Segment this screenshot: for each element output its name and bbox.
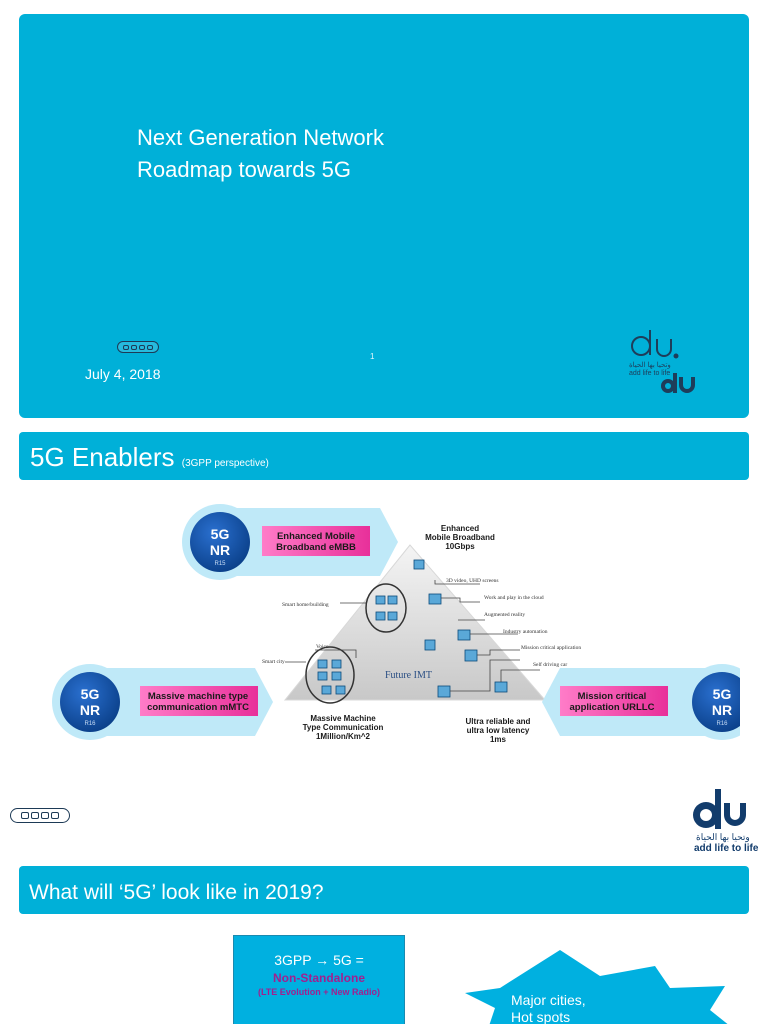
box-detail: (LTE Evolution + New Radio) bbox=[257, 987, 381, 997]
badge-embb: Enhanced Mobile Broadband eMBB 5G NR R15 bbox=[182, 504, 398, 580]
embb-tag-line1: Enhanced Mobile bbox=[277, 531, 355, 542]
imt-triangle bbox=[283, 544, 547, 701]
badge-urllc: Mission critical application URLLC 5G NR… bbox=[542, 664, 740, 740]
badge-mmtc: Massive machine type communication mMTC … bbox=[52, 664, 273, 740]
slide-date: July 4, 2018 bbox=[85, 366, 161, 382]
urllc-nr: NR bbox=[712, 702, 732, 718]
coverage-starburst bbox=[465, 950, 728, 1024]
mmtc-icon-cluster bbox=[305, 646, 355, 704]
slide-title: What will ‘5G’ look like in 2019? bbox=[29, 881, 324, 904]
use-case-smart-home: Smart home/building bbox=[282, 602, 329, 608]
creative-commons-icon bbox=[10, 808, 70, 823]
box-standard: Non-Standalone bbox=[273, 971, 365, 985]
urllc-label-1: Ultra reliable and bbox=[466, 717, 531, 726]
mmtc-label-3: 1Million/Km^2 bbox=[316, 732, 371, 741]
embb-nr: NR bbox=[210, 542, 230, 558]
slide-title: Next Generation Network Roadmap towards … bbox=[137, 122, 384, 186]
use-case-industry: Industry automation bbox=[503, 629, 548, 635]
slide-title: 5G Enablers (3GPP perspective) bbox=[30, 442, 269, 473]
box-heading: 3GPP → 5G = bbox=[274, 952, 364, 968]
mmtc-tag-line2: communication mMTC bbox=[147, 702, 249, 713]
use-case-mission-critical: Mission critical application bbox=[521, 645, 581, 651]
use-case-self-driving: Self driving car bbox=[533, 661, 567, 668]
embb-tag-line2: Broadband eMBB bbox=[276, 542, 356, 553]
page-number: 1 bbox=[370, 352, 375, 361]
embb-label-3: 10Gbps bbox=[445, 542, 475, 551]
creative-commons-icon bbox=[117, 341, 159, 353]
urllc-label-2: ultra low latency bbox=[467, 726, 530, 735]
nsa-info-box: 3GPP → 5G = Non-Standalone (LTE Evolutio… bbox=[233, 935, 405, 1024]
embb-label-2: Mobile Broadband bbox=[425, 533, 495, 542]
du-logo-icon bbox=[693, 789, 746, 829]
use-case-ar: Augmented reality bbox=[484, 612, 525, 618]
urllc-tag-line2: application URLLC bbox=[570, 702, 655, 713]
title-line-2: Roadmap towards 5G bbox=[137, 157, 351, 182]
embb-icon-cluster bbox=[365, 583, 407, 633]
title-subtitle: (3GPP perspective) bbox=[181, 458, 269, 469]
logo-tagline: وتحيا بها الحياة add life to life bbox=[629, 362, 671, 377]
use-case-3d-video: 3D video, UHD screens bbox=[446, 578, 499, 584]
5g-enablers-diagram: Future IMT 3D video, UHD screens Work an… bbox=[52, 504, 740, 744]
mmtc-label-1: Massive Machine bbox=[310, 714, 376, 723]
logo-english-tagline: add life to life bbox=[694, 843, 759, 854]
coverage-text: Major cities, Hot spots bbox=[511, 992, 586, 1024]
use-case-smart-city: Smart city bbox=[262, 659, 285, 665]
urllc-release: R16 bbox=[716, 721, 728, 727]
use-case-cloud: Work and play in the cloud bbox=[484, 595, 544, 601]
title-line-1: Next Generation Network bbox=[137, 125, 384, 150]
slide-title-bar: What will ‘5G’ look like in 2019? bbox=[19, 866, 749, 914]
urllc-5g: 5G bbox=[713, 686, 732, 702]
embb-label-1: Enhanced bbox=[441, 524, 479, 533]
logo-arabic-tagline: وتحيا بها الحياة bbox=[696, 832, 750, 842]
future-imt-label: Future IMT bbox=[385, 670, 432, 681]
urllc-label-3: 1ms bbox=[490, 735, 507, 744]
embb-release: R15 bbox=[214, 561, 226, 567]
use-case-voice: Voice bbox=[316, 644, 329, 650]
title-text: 5G Enablers bbox=[30, 442, 175, 472]
mmtc-5g: 5G bbox=[81, 686, 100, 702]
du-logo-icon bbox=[631, 330, 695, 393]
mmtc-release: R16 bbox=[84, 721, 96, 727]
urllc-tag-line1: Mission critical bbox=[578, 691, 647, 702]
embb-5g: 5G bbox=[211, 526, 230, 542]
mmtc-nr: NR bbox=[80, 702, 100, 718]
title-slide: Next Generation Network Roadmap towards … bbox=[19, 14, 749, 418]
slide-title-bar: 5G Enablers (3GPP perspective) bbox=[19, 432, 749, 480]
mmtc-label-2: Type Communication bbox=[303, 723, 384, 732]
mmtc-tag-line1: Massive machine type bbox=[148, 691, 248, 702]
